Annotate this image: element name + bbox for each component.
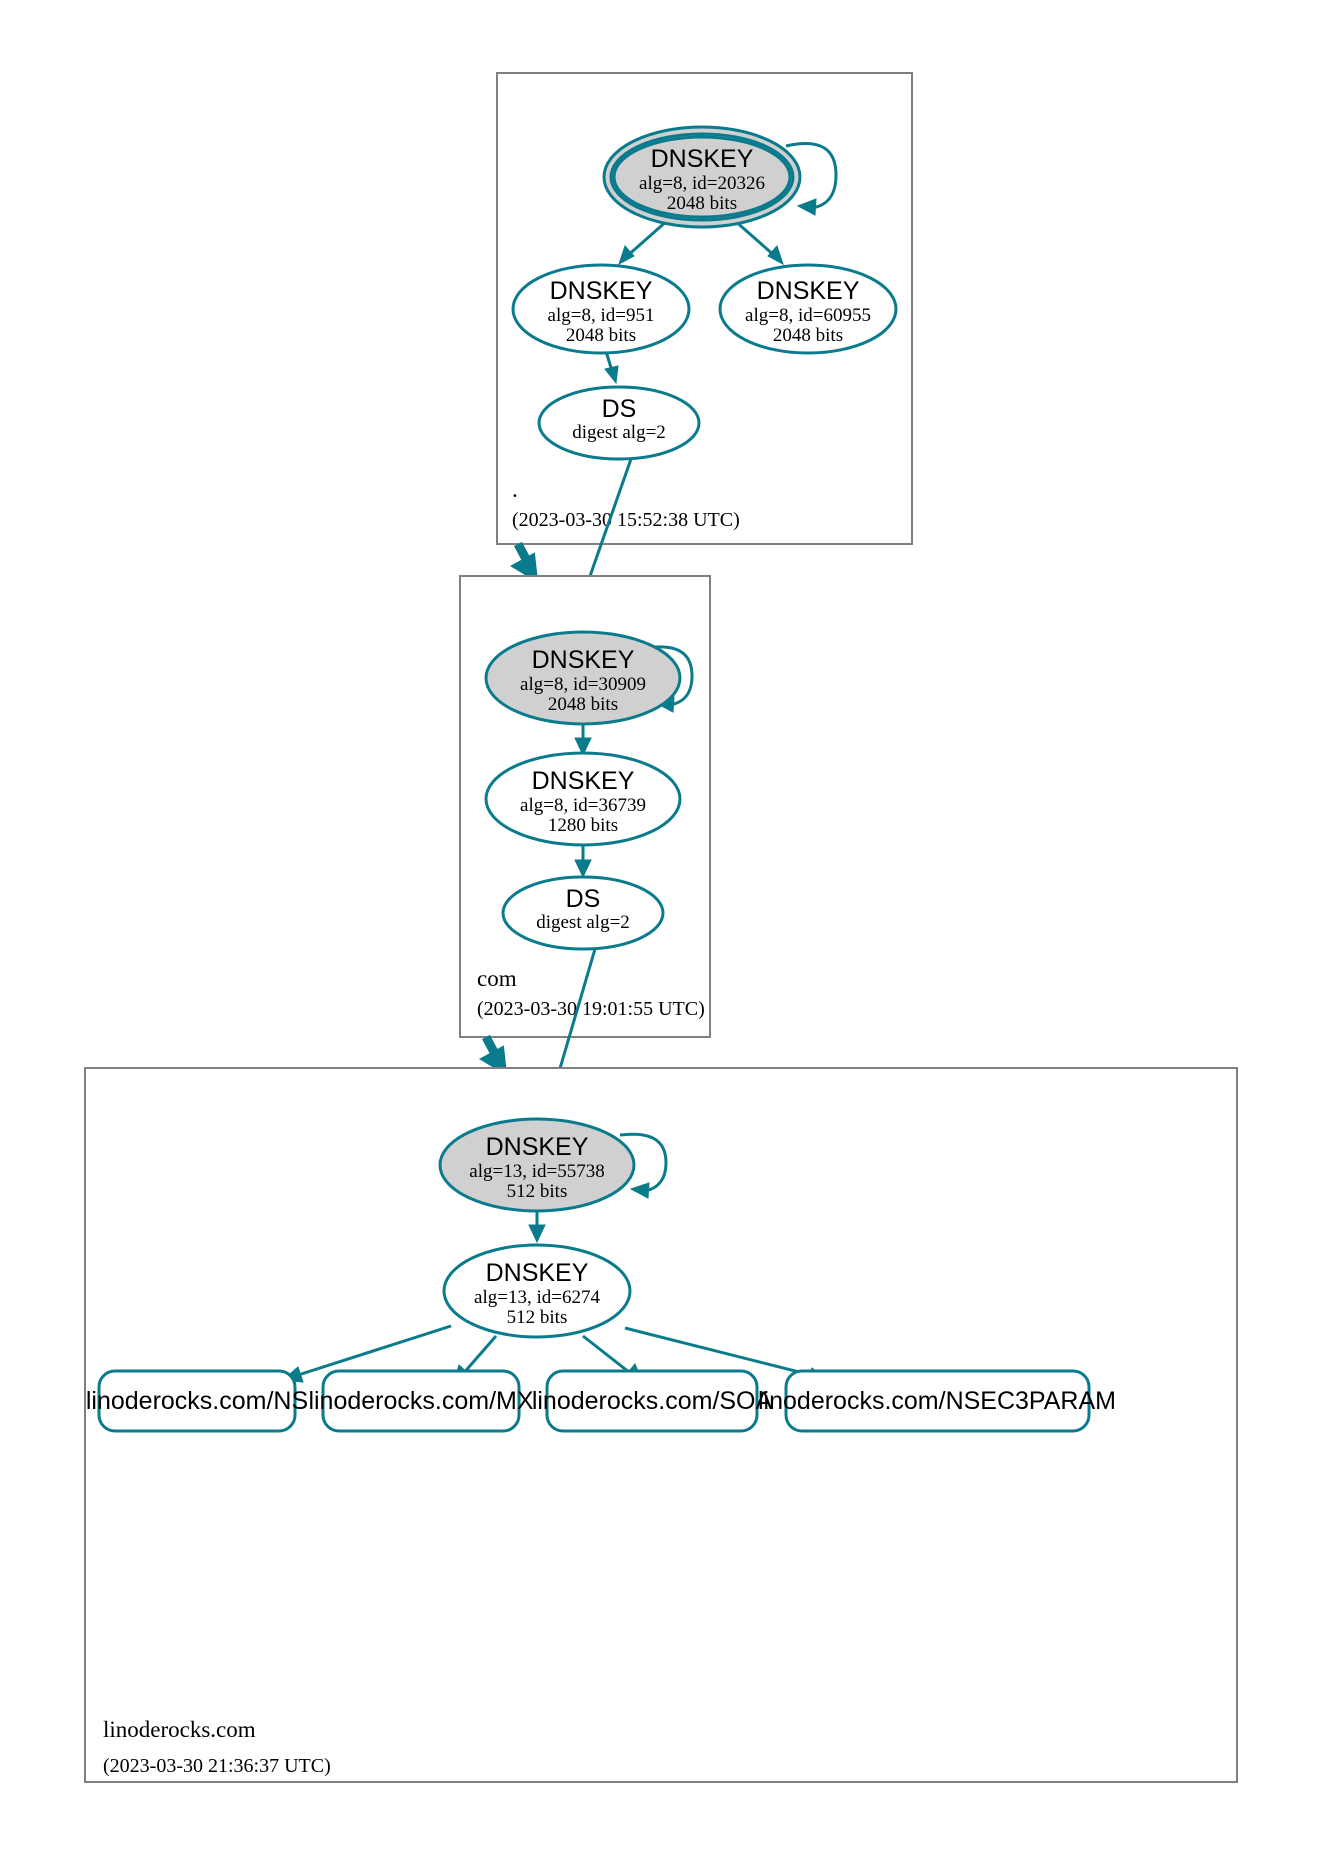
node-detail-label: alg=8, id=951 (548, 305, 655, 326)
node-root-dnskey-20326[interactable]: DNSKEY alg=8, id=20326 2048 bits (602, 125, 802, 229)
node-bits-label: 2048 bits (566, 325, 636, 346)
edge-root-ksk-to-zsk951 (618, 218, 669, 266)
node-detail-label: alg=13, id=55738 (469, 1161, 604, 1182)
node-linoderocks-dnskey-6274[interactable]: DNSKEY alg=13, id=6274 512 bits (442, 1243, 632, 1339)
node-bits-label: 512 bits (507, 1307, 568, 1328)
node-bits-label: 512 bits (507, 1181, 568, 1202)
zone-timestamp-com: (2023-03-30 19:01:55 UTC) (477, 998, 705, 1020)
node-linoderocks-dnskey-55738[interactable]: DNSKEY alg=13, id=55738 512 bits (438, 1117, 636, 1213)
node-detail-label: digest alg=2 (572, 422, 666, 443)
node-com-dnskey-30909[interactable]: DNSKEY alg=8, id=30909 2048 bits (484, 630, 682, 726)
rrset-linoderocks-mx[interactable]: linoderocks.com/MX (308, 1369, 534, 1433)
node-type-label: DNSKEY (486, 1259, 589, 1287)
rrset-linoderocks-soa[interactable]: linoderocks.com/SOA (532, 1369, 773, 1433)
node-type-label: DNSKEY (550, 277, 653, 305)
node-root-dnskey-951[interactable]: DNSKEY alg=8, id=951 2048 bits (511, 263, 691, 355)
node-bits-label: 2048 bits (773, 325, 843, 346)
edge-com-ksk-to-zsk (574, 723, 592, 757)
node-type-label: DNSKEY (757, 277, 860, 305)
node-com-dnskey-36739[interactable]: DNSKEY alg=8, id=36739 1280 bits (484, 751, 682, 847)
rrset-linoderocks-ns[interactable]: linoderocks.com/NS (86, 1369, 308, 1433)
node-detail-label: alg=13, id=6274 (474, 1287, 600, 1308)
node-detail-label: alg=8, id=20326 (639, 173, 765, 194)
node-root-ds[interactable]: DS digest alg=2 (537, 385, 701, 461)
node-type-label: DS (602, 395, 637, 423)
rrset-label: linoderocks.com/NS (86, 1387, 308, 1415)
node-bits-label: 2048 bits (667, 193, 737, 214)
zone-label-linoderocks: linoderocks.com (103, 1717, 256, 1742)
zone-label-root: . (512, 477, 518, 502)
node-detail-label: alg=8, id=36739 (520, 795, 646, 816)
zone-timestamp-linoderocks: (2023-03-30 21:36:37 UTC) (103, 1755, 331, 1777)
rrset-linoderocks-nsec3param[interactable]: linoderocks.com/NSEC3PARAM (758, 1369, 1116, 1433)
node-detail-label: alg=8, id=30909 (520, 674, 646, 695)
edge-lr-ksk-to-zsk (528, 1209, 546, 1244)
node-type-label: DNSKEY (486, 1133, 589, 1161)
node-type-label: DNSKEY (532, 767, 635, 795)
node-type-label: DNSKEY (651, 145, 754, 173)
delegation-arrow-root-to-com (509, 541, 539, 583)
edge-root-ksk-to-zsk60955 (733, 218, 784, 266)
node-type-label: DNSKEY (532, 646, 635, 674)
edge-com-zsk-to-ds (574, 843, 592, 879)
node-detail-label: digest alg=2 (536, 912, 630, 933)
rrset-label: linoderocks.com/MX (308, 1387, 533, 1415)
node-type-label: DS (566, 885, 601, 913)
node-detail-label: alg=8, id=60955 (745, 305, 871, 326)
node-com-ds[interactable]: DS digest alg=2 (501, 875, 665, 951)
rrset-label: linoderocks.com/NSEC3PARAM (758, 1387, 1116, 1415)
node-bits-label: 1280 bits (548, 815, 618, 836)
node-bits-label: 2048 bits (548, 694, 618, 715)
zone-label-com: com (477, 966, 517, 991)
edge-lr-ksk-self-sign (619, 1132, 668, 1199)
rrset-label: linoderocks.com/SOA (532, 1387, 773, 1415)
zone-timestamp-root: (2023-03-30 15:52:38 UTC) (512, 509, 740, 531)
node-root-dnskey-60955[interactable]: DNSKEY alg=8, id=60955 2048 bits (718, 263, 898, 355)
edge-root-ksk-self-sign (785, 142, 838, 216)
